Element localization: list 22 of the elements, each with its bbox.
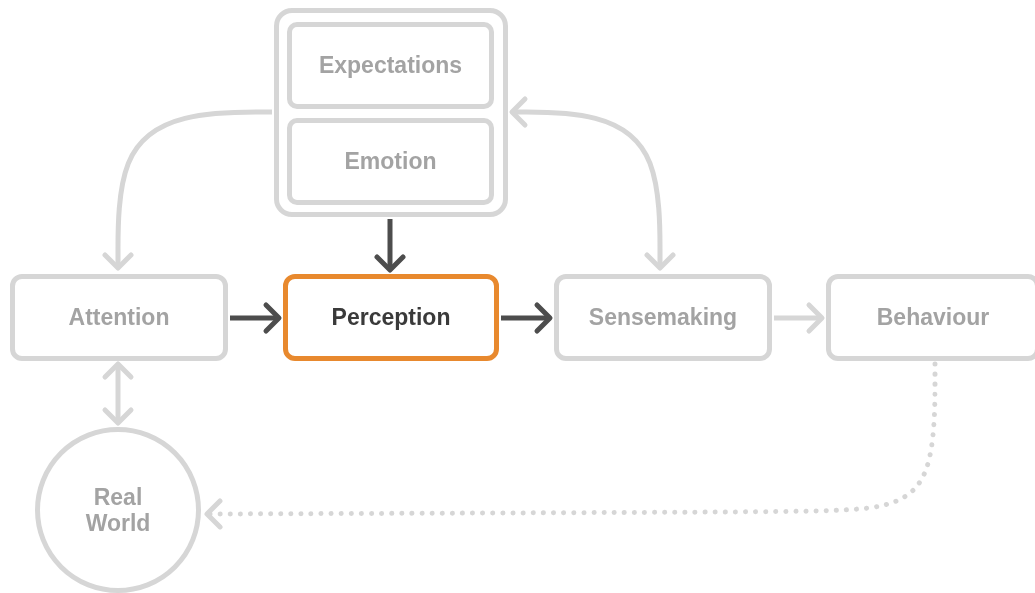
process-box	[554, 274, 772, 361]
arrow	[204, 361, 938, 530]
node-label: Behaviour	[876, 304, 990, 331]
node-label: Attention	[68, 304, 170, 331]
node-label: Expectations	[318, 52, 463, 79]
arrow	[509, 96, 676, 271]
arrow	[774, 302, 825, 334]
process-box	[283, 274, 499, 361]
arrow	[102, 109, 272, 271]
node-label: Perception	[331, 304, 451, 331]
node-label: Emotion	[344, 148, 437, 175]
arrow	[102, 361, 134, 426]
node-label: Sensemaking	[588, 304, 738, 331]
process-box	[287, 22, 494, 109]
arrow	[501, 302, 553, 334]
group-box	[274, 8, 508, 217]
process-box	[10, 274, 228, 361]
process-box	[826, 274, 1035, 361]
arrow	[374, 219, 406, 273]
node-label: Real World	[84, 483, 152, 537]
arrow	[230, 302, 282, 334]
process-box	[287, 118, 494, 205]
